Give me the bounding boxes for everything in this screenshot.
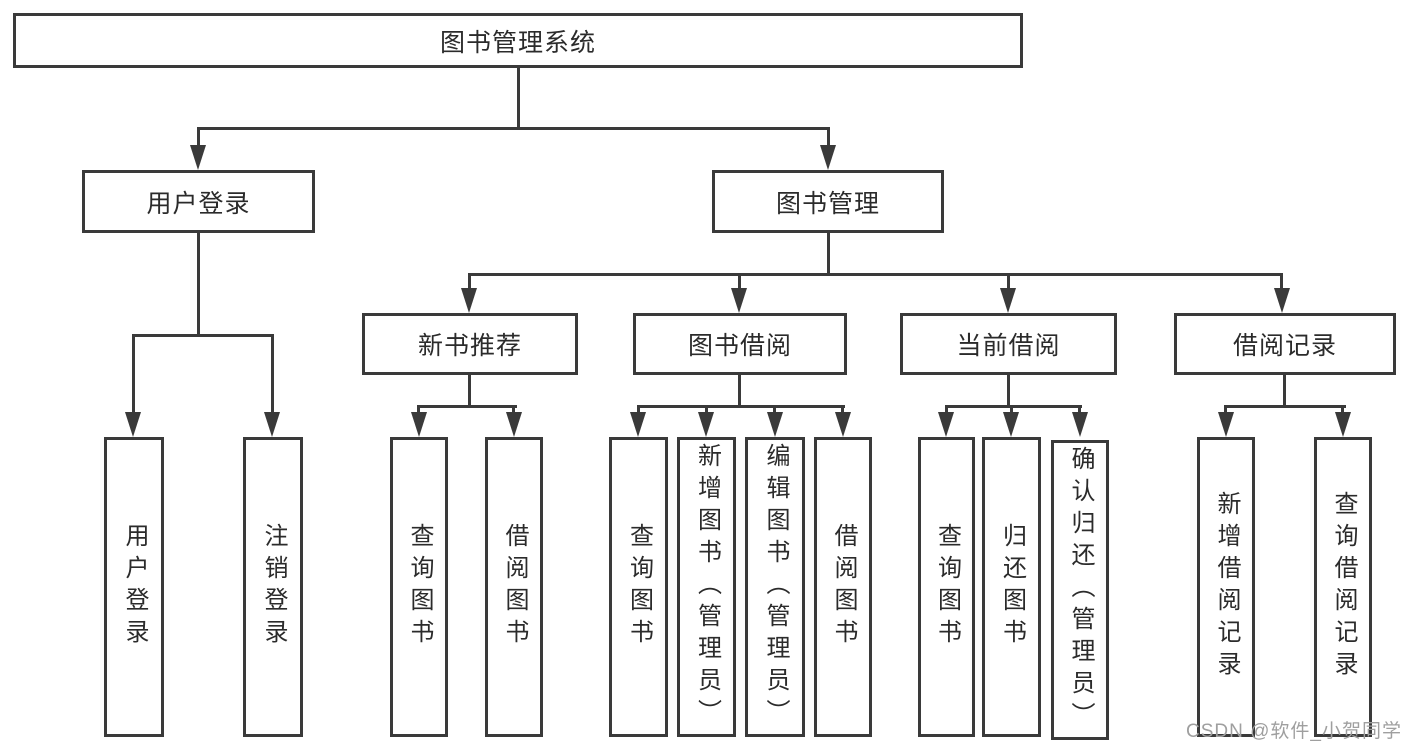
node-label: 借阅记录	[1232, 332, 1337, 360]
leaf-edit-book-admin: 编辑图书（管理员）	[745, 437, 805, 737]
leaf-logout: 注销登录	[243, 437, 303, 737]
connector-user-login-rail	[132, 334, 274, 337]
leaf-label: 归还图书	[998, 523, 1026, 651]
leaf-label: 借阅图书	[501, 523, 528, 651]
connector-stem	[468, 273, 471, 291]
leaf-confirm-return-admin: 确认归还（管理员）	[1051, 440, 1109, 740]
arrow-down-icon	[1003, 412, 1019, 437]
connector-book-management-stub	[827, 232, 830, 276]
connector-stem	[705, 405, 708, 414]
node-book-borrowing: 图书借阅	[633, 313, 847, 375]
leaf-label: 查询图书	[625, 523, 653, 651]
arrow-down-icon	[506, 412, 522, 437]
connector-stem	[271, 334, 274, 414]
node-current-borrowing: 当前借阅	[900, 313, 1117, 375]
leaf-label: 查询图书	[933, 523, 961, 651]
connector-level2-rail	[468, 273, 1283, 276]
connector-stem	[1341, 405, 1344, 414]
leaf-query-books-borrowing: 查询图书	[609, 437, 668, 737]
arrow-down-icon	[1072, 412, 1088, 437]
connector-group-stub	[468, 374, 471, 408]
arrow-down-icon	[190, 145, 206, 170]
leaf-borrow-books-recommend: 借阅图书	[485, 437, 543, 737]
node-user-login: 用户登录	[82, 170, 315, 233]
connector-stem	[197, 127, 200, 147]
leaf-borrow-books-borrowing: 借阅图书	[814, 437, 872, 737]
node-label: 用户登录	[146, 189, 251, 218]
arrow-down-icon	[731, 288, 747, 313]
arrow-down-icon	[767, 412, 783, 437]
connector-level1-rail	[197, 127, 830, 130]
connector-stem	[1078, 405, 1081, 414]
connector-stem	[1280, 273, 1283, 291]
connector-stem	[512, 405, 515, 414]
connector-stem	[945, 405, 948, 414]
connector-stem	[1010, 405, 1013, 414]
leaf-query-books-current: 查询图书	[918, 437, 975, 737]
node-label: 图书管理	[775, 189, 880, 218]
leaf-label: 新增借阅记录	[1213, 491, 1240, 683]
leaf-label: 注销登录	[260, 523, 287, 651]
connector-group-rail	[1224, 405, 1346, 408]
connector-group-rail	[417, 405, 517, 408]
arrow-down-icon	[125, 412, 141, 437]
connector-stem	[1224, 405, 1227, 414]
connector-stem	[773, 405, 776, 414]
leaf-add-book-admin: 新增图书（管理员）	[677, 437, 736, 737]
node-label: 图书借阅	[687, 332, 792, 360]
leaf-label: 确认归还（管理员）	[1067, 446, 1094, 734]
arrow-down-icon	[820, 145, 836, 170]
arrow-down-icon	[1274, 288, 1290, 313]
connector-group-stub	[1283, 374, 1286, 408]
node-library-management-system: 图书管理系统	[13, 13, 1023, 68]
connector-stem	[132, 334, 135, 414]
leaf-label: 编辑图书（管理员）	[762, 443, 789, 731]
arrow-down-icon	[835, 412, 851, 437]
arrow-down-icon	[411, 412, 427, 437]
connector-user-login-stub	[197, 232, 200, 337]
leaf-label: 用户登录	[121, 523, 148, 651]
leaf-user-login: 用户登录	[104, 437, 164, 737]
arrow-down-icon	[630, 412, 646, 437]
arrow-down-icon	[1218, 412, 1234, 437]
leaf-return-books: 归还图书	[982, 437, 1041, 737]
node-label: 新书推荐	[417, 332, 522, 360]
connector-stem	[1007, 273, 1010, 291]
connector-root-stub	[517, 67, 520, 129]
node-borrowing-records: 借阅记录	[1174, 313, 1396, 375]
node-book-management: 图书管理	[712, 170, 944, 233]
node-label: 当前借阅	[956, 332, 1061, 360]
node-new-book-recommendation: 新书推荐	[362, 313, 578, 375]
leaf-label: 新增图书（管理员）	[693, 443, 721, 731]
arrow-down-icon	[1335, 412, 1351, 437]
arrow-down-icon	[938, 412, 954, 437]
node-label: 图书管理系统	[439, 28, 596, 57]
arrow-down-icon	[698, 412, 714, 437]
connector-group-rail	[945, 405, 1082, 408]
arrow-down-icon	[461, 288, 477, 313]
leaf-add-borrow-record: 新增借阅记录	[1197, 437, 1255, 737]
leaf-query-borrow-record: 查询借阅记录	[1314, 437, 1372, 737]
leaf-label: 借阅图书	[830, 523, 857, 651]
connector-stem	[827, 127, 830, 147]
connector-stem	[841, 405, 844, 414]
leaf-label: 查询图书	[406, 523, 433, 651]
connector-stem	[738, 273, 741, 291]
leaf-label: 查询借阅记录	[1330, 491, 1357, 683]
connector-stem	[637, 405, 640, 414]
connector-group-rail	[637, 405, 845, 408]
connector-stem	[417, 405, 420, 414]
leaf-query-books-recommend: 查询图书	[390, 437, 448, 737]
arrow-down-icon	[264, 412, 280, 437]
connector-group-stub	[1007, 374, 1010, 408]
watermark: CSDN @软件_小贺同学	[1186, 721, 1402, 742]
connector-group-stub	[738, 374, 741, 408]
arrow-down-icon	[1000, 288, 1016, 313]
